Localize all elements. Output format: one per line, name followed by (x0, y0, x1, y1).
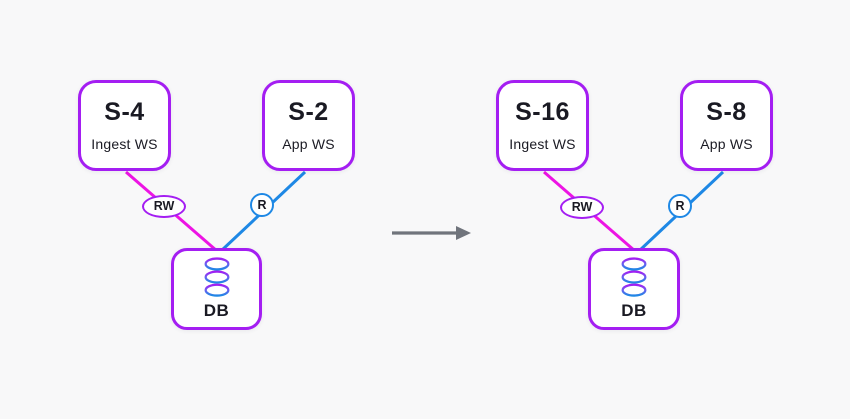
node-ingest-ws-after: S-16 Ingest WS (496, 80, 589, 171)
node-subtitle: App WS (700, 135, 753, 152)
node-title: S-2 (288, 97, 329, 126)
rw-label-text: RW (571, 200, 593, 215)
node-subtitle: App WS (282, 135, 335, 152)
node-app-ws-before: S-2 App WS (262, 80, 355, 171)
database-icon (621, 257, 647, 297)
node-ingest-ws-before: S-4 Ingest WS (78, 80, 171, 171)
db-label: DB (621, 301, 647, 320)
right-arrow-icon (392, 226, 471, 240)
node-title: S-4 (104, 97, 145, 126)
r-label-text: R (257, 197, 267, 212)
node-subtitle: Ingest WS (509, 135, 576, 152)
database-icon (204, 257, 229, 297)
db-label: DB (203, 301, 230, 320)
node-title: S-8 (706, 97, 747, 126)
edge-label-r-after: R (668, 194, 692, 218)
rw-label-text: RW (153, 199, 175, 214)
node-app-ws-after: S-8 App WS (680, 80, 773, 171)
node-subtitle: Ingest WS (91, 135, 158, 152)
node-title: S-16 (515, 97, 570, 126)
node-db-after: DB (588, 248, 680, 330)
r-label-text: R (675, 198, 685, 213)
edge-label-rw-after: RW (560, 196, 604, 219)
edge-label-r-before: R (250, 193, 274, 217)
edge-label-rw-before: RW (142, 195, 186, 218)
node-db-before: DB (171, 248, 262, 330)
